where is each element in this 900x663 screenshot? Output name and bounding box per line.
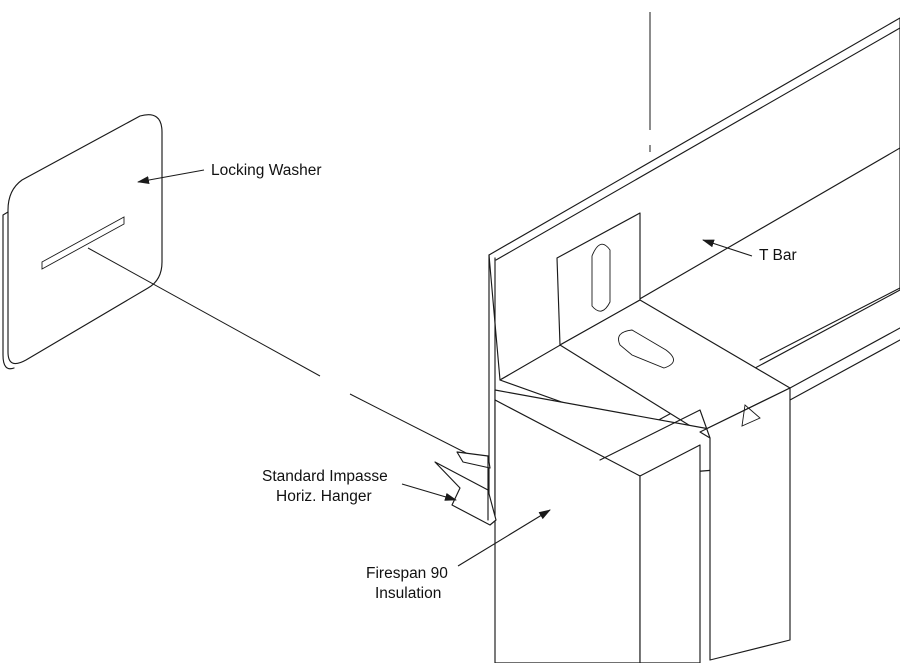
locking-washer [2, 114, 163, 370]
label-t-bar: T Bar [759, 247, 797, 264]
leader-locking-washer [137, 169, 205, 184]
leader-insulation [457, 509, 551, 567]
fastener-axis-line [87, 247, 471, 456]
label-insulation-line2: Insulation [375, 585, 441, 602]
label-insulation-line1: Firespan 90 [366, 565, 448, 582]
insulation-block [494, 387, 791, 663]
leader-t-bar [702, 239, 753, 257]
angle-bracket [556, 212, 791, 433]
label-hanger-line1: Standard Impasse [262, 468, 388, 485]
leader-lines [137, 169, 753, 567]
leader-hanger [401, 483, 457, 501]
horizontal-hanger [434, 451, 497, 526]
label-locking-washer: Locking Washer [211, 162, 322, 179]
label-hanger-line2: Horiz. Hanger [276, 488, 372, 505]
